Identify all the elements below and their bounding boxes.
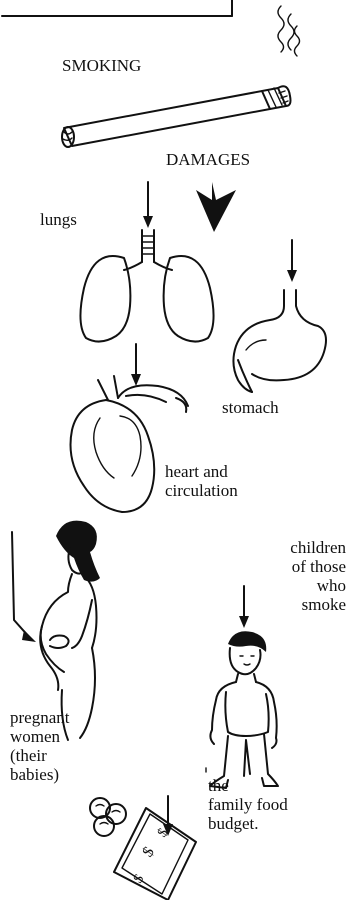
heart-arrow-icon bbox=[131, 344, 141, 386]
child-icon bbox=[210, 631, 278, 788]
lungs-label: lungs bbox=[40, 210, 77, 229]
smoke-icon bbox=[278, 6, 300, 56]
svg-text:$: $ bbox=[139, 844, 158, 860]
big-down-arrow-icon bbox=[196, 182, 236, 232]
cigarette-icon bbox=[62, 86, 291, 147]
child-arrow-icon bbox=[239, 586, 249, 628]
stomach-label: stomach bbox=[222, 398, 279, 417]
children-label: children of those who smoke bbox=[250, 538, 346, 614]
pregnant-arrow-icon bbox=[12, 532, 36, 642]
money-icon: $ $ $ bbox=[90, 798, 196, 900]
stomach-icon bbox=[233, 290, 326, 392]
damages-label: DAMAGES bbox=[166, 150, 250, 169]
stomach-arrow-icon bbox=[287, 240, 297, 282]
heart-label: heart and circulation bbox=[165, 462, 238, 500]
top-box-frame bbox=[2, 0, 232, 16]
pregnant-label: pregnant women (their babies) bbox=[10, 708, 69, 784]
budget-label: the family food budget. bbox=[208, 776, 288, 833]
lungs-arrow-icon bbox=[143, 182, 153, 228]
lungs-icon bbox=[80, 230, 213, 342]
svg-text:$: $ bbox=[131, 872, 147, 886]
smoking-label: SMOKING bbox=[62, 56, 141, 75]
